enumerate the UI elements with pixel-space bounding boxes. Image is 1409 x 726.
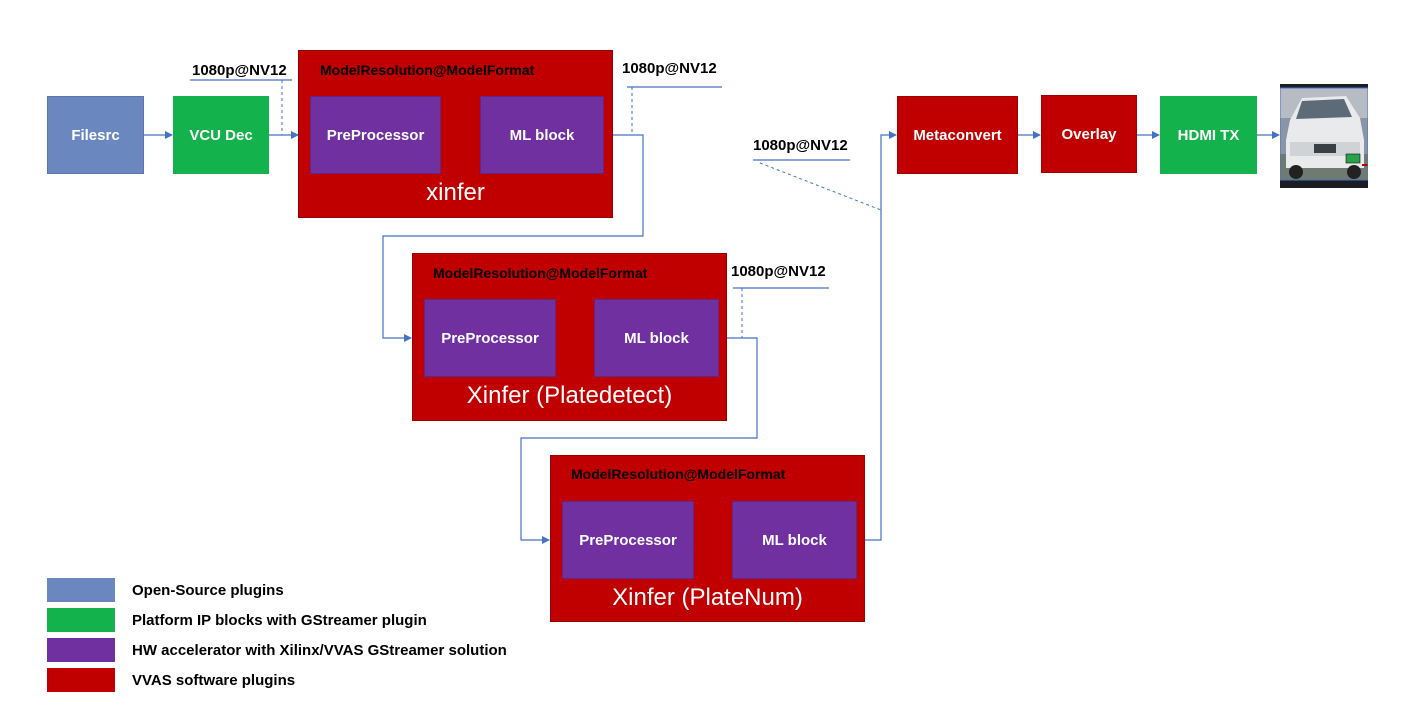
ml-block-1-label: ML block [509,126,575,144]
format-annotation-2: 1080p@NV12 [622,60,717,77]
hdmi-tx-node: HDMI TX [1160,96,1257,174]
ml-block-1: ML block [480,96,604,174]
metaconvert-label: Metaconvert [913,126,1002,144]
preprocessor-2: PreProcessor [424,299,556,377]
model-label-1: ModelResolution@ModelFormat [320,62,535,78]
preprocessor-3: PreProcessor [562,501,694,579]
ml-block-2: ML block [594,299,719,377]
arrow-stage3-metaconvert [857,131,897,541]
legend-label-vvas-sw: VVAS software plugins [132,671,296,689]
legend-swatch-hw-accel [47,638,115,662]
ml-block-3-label: ML block [762,531,827,549]
hdmi-tx-label: HDMI TX [1177,126,1240,144]
format-annotation-1: 1080p@NV12 [192,62,287,79]
legend-label-open-source: Open-Source plugins [132,581,284,599]
legend-item-hw-accel: HW accelerator with Xilinx/VVAS GStreame… [47,638,507,662]
preprocessor-1: PreProcessor [310,96,441,174]
format-annotation-4: 1080p@NV12 [731,263,826,280]
legend-swatch-vvas-sw [47,668,115,692]
model-label-2: ModelResolution@ModelFormat [433,265,648,281]
car-image-icon [1280,87,1368,181]
format-annotation-3: 1080p@NV12 [753,137,848,154]
legend-item-open-source: Open-Source plugins [47,578,284,602]
legend-label-platform-ip: Platform IP blocks with GStreamer plugin [132,611,427,629]
legend-item-platform-ip: Platform IP blocks with GStreamer plugin [47,608,427,632]
legend-swatch-platform-ip [47,608,115,632]
arrow-stage2-stage3 [520,337,758,544]
legend-label-hw-accel: HW accelerator with Xilinx/VVAS GStreame… [132,641,507,659]
arrow-stage1-stage2 [382,134,644,342]
ml-block-3: ML block [732,501,857,579]
vcu-dec-label: VCU Dec [189,126,253,144]
model-label-3: ModelResolution@ModelFormat [571,466,786,482]
overlay-node: Overlay [1041,95,1137,173]
platenum-title: Xinfer (PlateNum) [612,584,803,611]
platedetect-title: Xinfer (Platedetect) [466,382,673,409]
ml-block-2-label: ML block [624,329,689,347]
legend-item-vvas-sw: VVAS software plugins [47,668,295,692]
output-display-image [1280,84,1368,188]
overlay-label: Overlay [1061,125,1117,143]
metaconvert-node: Metaconvert [897,96,1018,174]
preprocessor-1-label: PreProcessor [326,126,425,144]
filesrc-label: Filesrc [71,126,120,144]
legend-swatch-open-source [47,578,115,602]
xinfer-title: xinfer [426,179,485,206]
filesrc-node: Filesrc [47,96,144,174]
vcu-dec-node: VCU Dec [173,96,269,174]
preprocessor-3-label: PreProcessor [579,531,677,549]
preprocessor-2-label: PreProcessor [441,329,539,347]
